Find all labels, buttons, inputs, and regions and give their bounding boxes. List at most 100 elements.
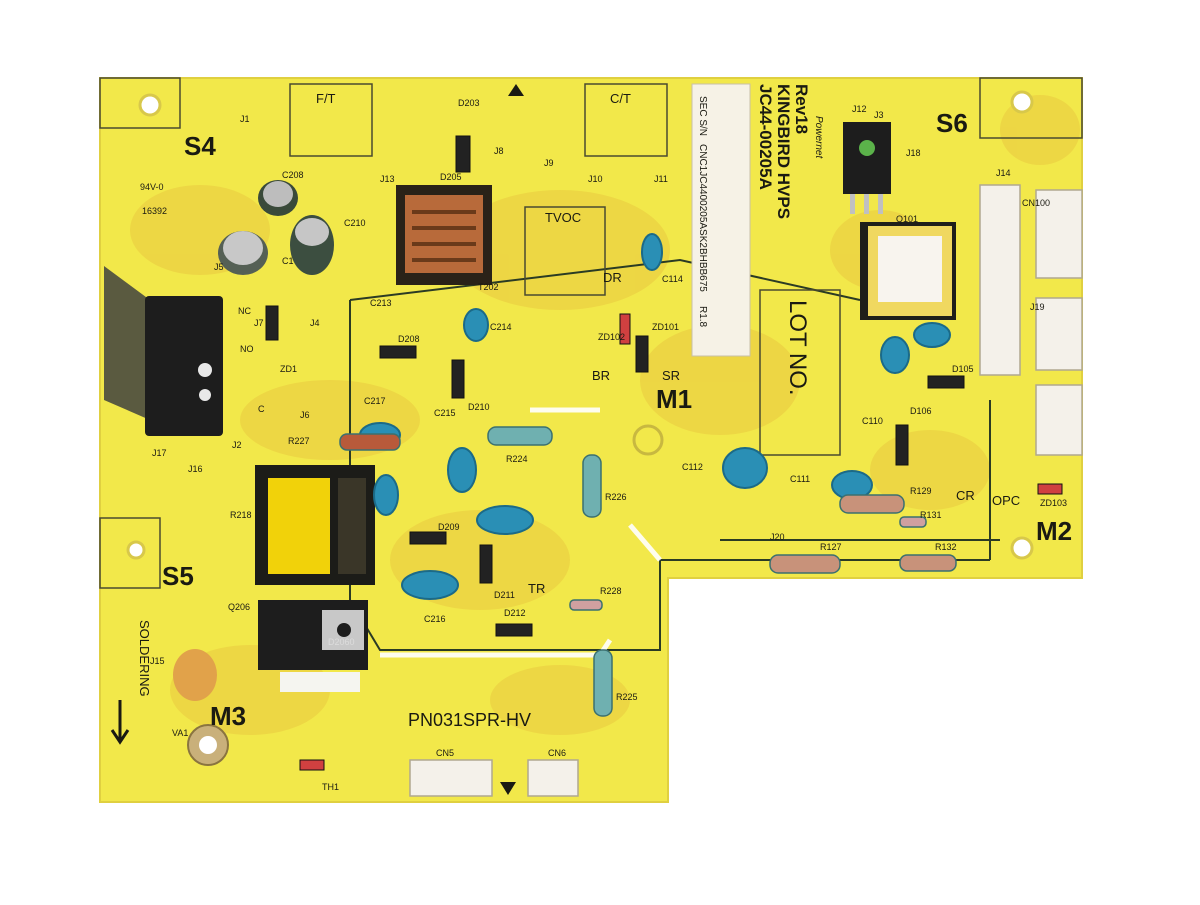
label-ct: C/T [610,91,631,106]
ref-c216: C216 [424,614,446,624]
label-tvoc: TVOC [545,210,581,225]
transformer-right [860,222,956,320]
label-s5: S5 [162,561,194,591]
ref-j11: J11 [654,174,668,184]
ref-j5: J5 [214,262,224,272]
ref-d212: D212 [504,608,526,618]
ref-zd103: ZD103 [1040,498,1067,508]
ref-j4: J4 [310,318,320,328]
resistor-r228 [569,599,603,611]
ref-c112: C112 [682,462,703,472]
mount-hole-s6 [1010,90,1034,114]
ref-j1: J1 [240,114,250,124]
ref-j20: J20 [770,532,785,542]
ref-j9: J9 [544,158,554,168]
ref-cn100: CN100 [1022,198,1050,208]
ref-transistor-marking: D2060 [328,637,355,647]
ref-c214: C214 [490,322,512,332]
resistor-r226 [582,454,602,518]
label-soldering: SOLDERING [137,620,152,697]
ref-r227: R227 [288,436,310,446]
label-lot-no: LOT NO. [784,300,811,396]
ref-j6: J6 [300,410,310,420]
ref-switch-c: C [258,404,265,414]
ref-j3: J3 [874,110,884,120]
label-part-number: JC44-00205A [756,84,775,190]
mount-hole-m1 [632,424,664,456]
box-ct [584,83,668,157]
ceramic-capacitors [359,233,951,600]
label-sec-sn: SEC S/N [697,96,708,136]
connector-right-b [1035,297,1083,371]
ref-d205: D205 [440,172,462,182]
label-brand: Powernet [813,116,824,159]
label-s4: S4 [184,131,216,161]
mount-hole-m2 [1010,536,1034,560]
connector-right-a [1035,189,1083,279]
resistor-r132 [899,554,957,572]
transformer-t202 [396,185,492,285]
box-lot [759,289,841,456]
mount-hole-s5 [126,540,146,560]
ref-j10: J10 [588,174,603,184]
ref-d105: D105 [952,364,974,374]
ref-r218: R218 [230,510,252,520]
resistor-r129 [839,494,905,514]
ref-d210: D210 [468,402,490,412]
ref-c208: C208 [282,170,304,180]
ref-j12: J12 [852,104,867,114]
label-ul-number: 16392 [142,206,167,216]
ref-q101: Q101 [896,214,918,224]
label-m1: M1 [656,384,692,414]
silk-boxes [99,77,1083,589]
ref-r226: R226 [605,492,627,502]
ref-c215: C215 [434,408,456,418]
ref-j7: J7 [254,318,264,328]
label-serial: CNC1JC4400205ASK2BHBB675 [697,144,708,292]
ref-c210: C210 [344,218,366,228]
ref-j15: J15 [150,656,165,666]
ref-zd1: ZD1 [280,364,297,374]
connector-cn5 [409,759,493,797]
ref-j16: J16 [188,464,203,474]
ref-t202: T202 [478,282,499,292]
ref-va1: VA1 [172,728,188,738]
ref-switch-nc: NC [238,306,251,316]
label-tr: TR [528,581,545,596]
ref-q206: Q206 [228,602,250,612]
ref-c111: C111 [790,474,810,484]
resistor-r225 [593,649,613,717]
label-cr: CR [956,488,975,503]
ref-d211: D211 [494,590,515,600]
soldering-arrow [110,700,130,745]
ref-d203: D203 [458,98,480,108]
label-ft: F/T [316,91,336,106]
label-s6: S6 [936,108,968,138]
ref-d106: D106 [910,406,932,416]
mounting-holes [126,90,1034,560]
box-s5-corner [99,517,161,589]
ref-r127: R127 [820,542,842,552]
connectors [409,184,1083,797]
top-triangle-marker [508,84,524,96]
ref-j18: J18 [906,148,921,158]
label-revision: Rev18 [792,84,811,134]
ref-j17: J17 [152,448,167,458]
ref-c217: C217 [364,396,386,406]
ref-r224: R224 [506,454,528,464]
ref-r228: R228 [600,586,622,596]
ref-r129: R129 [910,486,932,496]
label-sr: SR [662,368,680,383]
ref-r132: R132 [935,542,957,552]
soldering-label-group: SOLDERING [137,620,152,697]
ref-th1: TH1 [322,782,339,792]
label-model-code: PN031SPR-HV [408,710,531,730]
box-ft [289,83,373,157]
sticker-text-block: SEC S/N CNC1JC4400205ASK2BHBB675 R1.8 [697,96,708,328]
label-m3: M3 [210,701,246,731]
resistors [339,426,957,717]
ref-r131: R131 [920,510,942,520]
ref-cn6: CN6 [548,748,566,758]
